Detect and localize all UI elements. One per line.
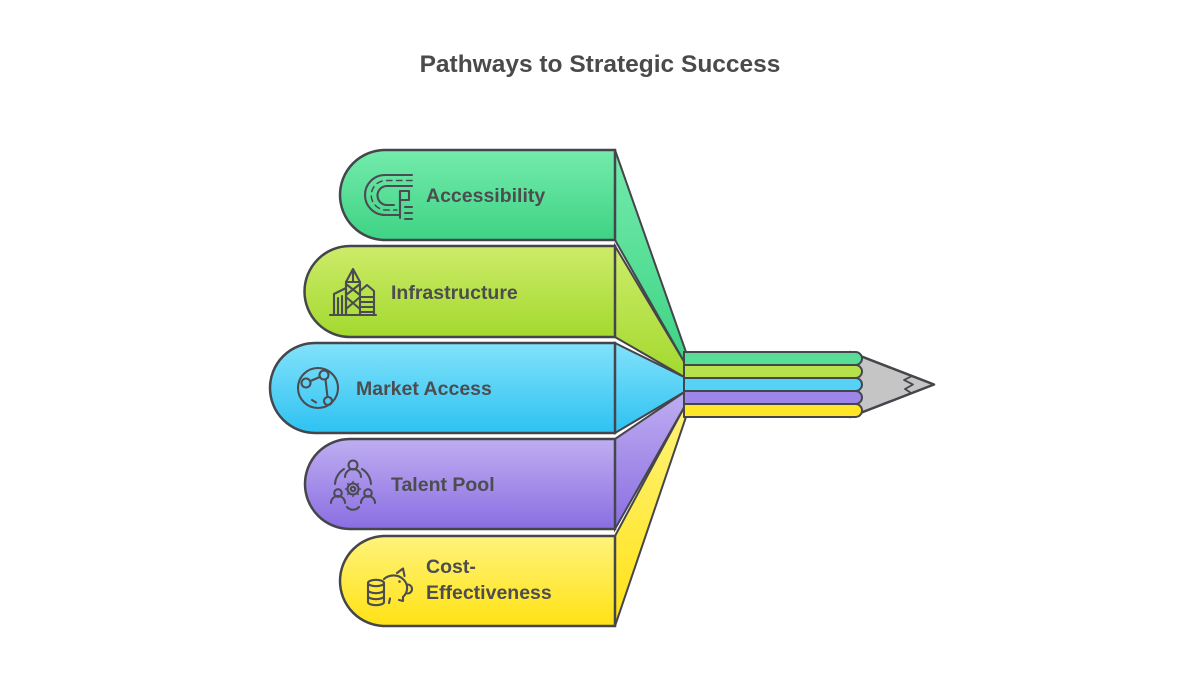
road-access-icon xyxy=(364,173,414,221)
pencil-stripe-infrastructure xyxy=(683,364,863,379)
banner-shape xyxy=(338,534,617,628)
piggy-bank-icon xyxy=(366,567,414,607)
city-buildings-icon xyxy=(328,267,378,317)
banner-shape xyxy=(303,244,617,339)
banner-label-line2: Effectiveness xyxy=(426,582,552,604)
globe-network-icon xyxy=(296,366,340,410)
pencil-stripe-accessibility xyxy=(683,351,863,366)
banner-shape xyxy=(303,437,617,531)
pencil-stripe-talent-pool xyxy=(683,390,863,405)
banner-market-access: Market Access xyxy=(268,341,617,435)
banner-shape xyxy=(268,341,617,435)
page-title: Pathways to Strategic Success xyxy=(420,51,781,78)
banner-accessibility: Accessibility xyxy=(338,148,617,242)
banner-cost-effectiveness: Cost- Effectiveness xyxy=(338,534,617,628)
banner-label: Infrastructure xyxy=(391,282,518,304)
banner-label-line1: Cost- xyxy=(426,556,476,578)
banner-label: Accessibility xyxy=(426,185,545,207)
pencil-stripe-market-access xyxy=(683,377,863,392)
banner-infrastructure: Infrastructure xyxy=(303,244,617,339)
pencil-stripe-cost-effectiveness xyxy=(683,403,863,418)
team-gear-icon xyxy=(329,459,377,511)
banner-label: Market Access xyxy=(356,378,492,400)
banner-label: Talent Pool xyxy=(391,474,495,496)
pencil-tip-squiggle xyxy=(903,375,914,394)
banner-shape xyxy=(338,148,617,242)
banner-talent-pool: Talent Pool xyxy=(303,437,617,531)
